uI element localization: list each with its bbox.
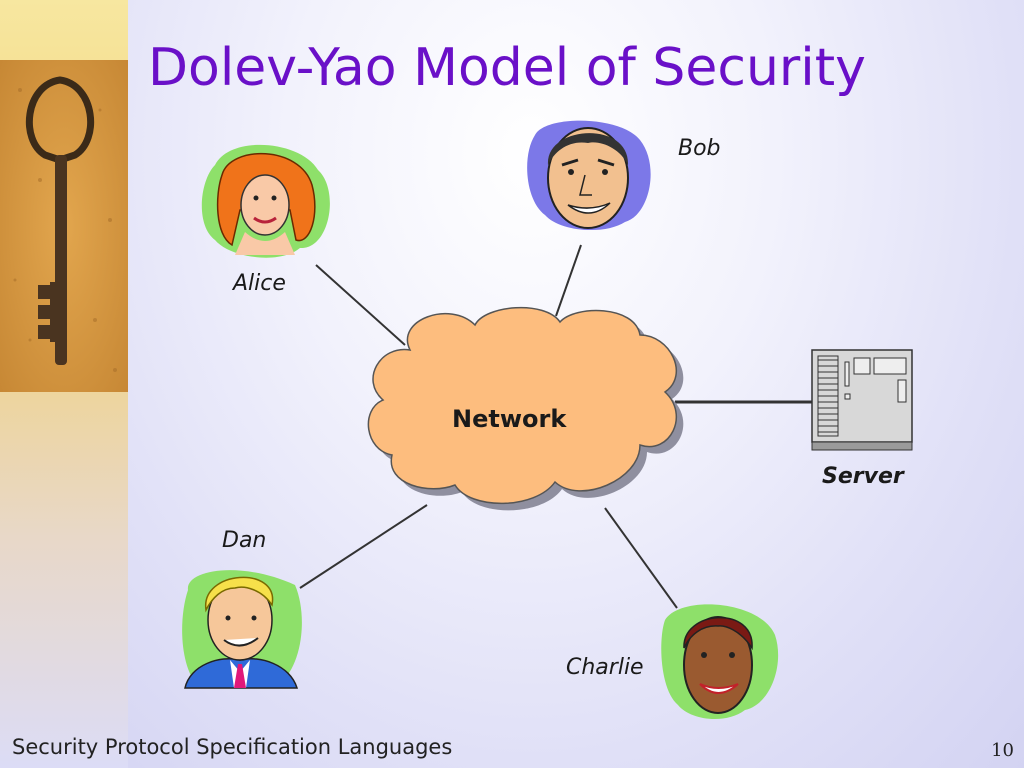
- alice-label: Alice: [233, 271, 286, 296]
- server-label: Server: [822, 464, 904, 489]
- footer-text: Security Protocol Specification Language…: [12, 735, 453, 759]
- alice-avatar-icon: [201, 144, 330, 258]
- key-photo-icon: [0, 60, 128, 392]
- link-alice: [315, 264, 406, 346]
- network-cloud: [367, 306, 684, 511]
- page-number: 10: [991, 740, 1014, 761]
- dan-avatar-icon: [182, 570, 302, 689]
- bob-label: Bob: [678, 136, 721, 161]
- network-links: [299, 244, 812, 609]
- link-charlie: [604, 507, 678, 609]
- bob-avatar-icon: [527, 120, 651, 231]
- charlie-label: Charlie: [566, 655, 644, 680]
- server-icon: [811, 349, 913, 451]
- network-label: Network: [452, 405, 567, 433]
- link-bob: [555, 244, 582, 317]
- dan-label: Dan: [222, 528, 267, 553]
- slide-title: Dolev-Yao Model of Security: [148, 38, 866, 98]
- link-dan: [299, 504, 428, 589]
- charlie-avatar-icon: [661, 604, 779, 720]
